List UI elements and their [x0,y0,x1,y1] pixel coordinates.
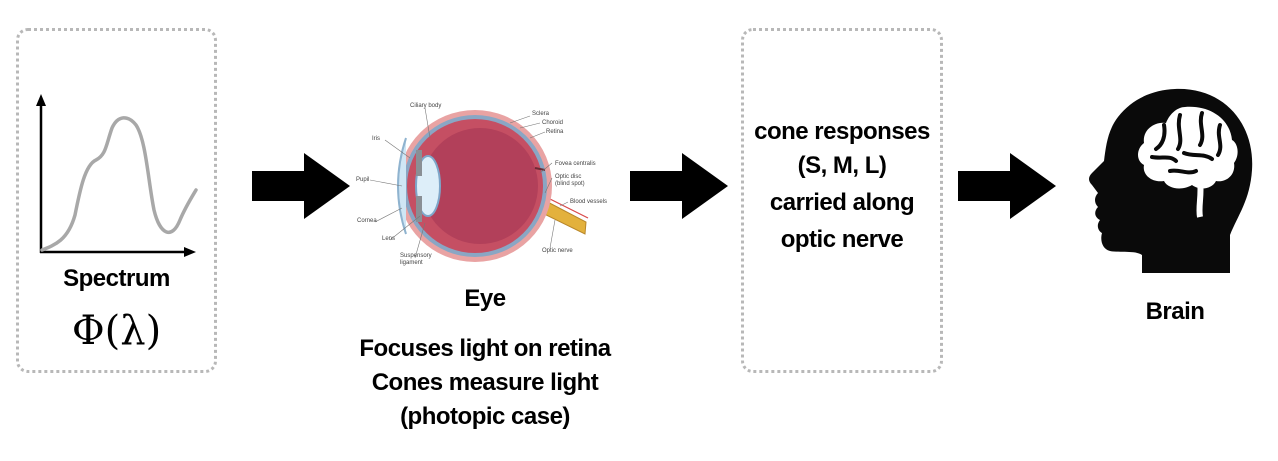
brain-title: Brain [1145,298,1205,325]
y-axis-arrowhead [36,94,46,106]
spectrum-curve [40,116,198,252]
eye-label-optic-nerve: Optic nerve [542,248,573,254]
spectrum-box [16,28,217,373]
eye-label-pupil: Pupil [356,177,370,183]
spectrum-title: Spectrum [63,265,170,292]
eye-label-optic-disc-1: Optic disc [555,174,582,180]
spectrum-plot [36,94,198,257]
head-brain-icon [1089,88,1253,274]
x-axis-arrowhead [184,247,196,257]
eye-label-cornea: Cornea [357,218,377,224]
eye-label-suspensory-2: ligament [400,260,423,266]
eye-label-ciliary-body: Ciliary body [410,103,442,109]
arrow-right-icon [630,153,728,219]
eye-description-line-1: Focuses light on retina [359,335,611,362]
arrow-right-icon [958,153,1056,219]
eye-label-fovea: Fovea centralis [555,161,596,167]
cone-responses-box [741,28,943,373]
eye-label-iris: Iris [372,136,380,142]
eye-label-optic-disc-2: (blind spot) [555,181,585,187]
eye-label-lens: Lens [382,236,396,242]
eye-label-choroid: Choroid [542,120,564,126]
eye-anatomy-illustration [369,107,589,262]
spectrum-formula: Φ(λ) [71,308,162,354]
eye-label-blood-vessels: Blood vessels [570,199,608,205]
cone-line-3: carried along [769,189,915,216]
eye-description-line-2: Cones measure light [371,369,599,396]
eye-label-sclera: Sclera [532,111,550,117]
eye-description-line-3: (photopic case) [400,403,570,430]
arrow-right-icon [252,153,350,219]
eye-label-suspensory-1: Suspensory [400,253,432,259]
cone-line-4: optic nerve [780,226,904,253]
cone-line-1: cone responses [754,118,930,145]
cone-line-2: (S, M, L) [797,152,887,179]
eye-label-retina: Retina [546,129,564,135]
eye-title: Eye [464,285,506,312]
